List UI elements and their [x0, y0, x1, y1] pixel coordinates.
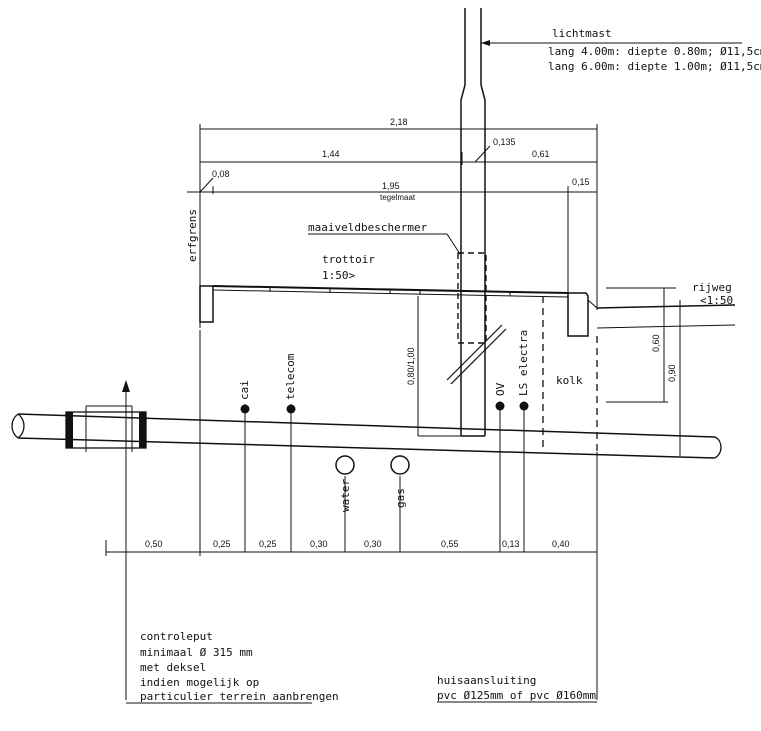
dim-tegelmaat: 1,95: [382, 181, 400, 191]
controleput-line-1: controleput: [140, 630, 213, 643]
road-depth-dimensions: 0,60 0,90: [606, 287, 681, 456]
main-pipe: [11, 380, 722, 700]
maaiveldbeschermer-label: maaiveldbeschermer: [308, 221, 428, 234]
dim-width-144: 1,44: [322, 149, 340, 159]
cables: cai telecom OV LS electra: [238, 330, 530, 552]
top-dimensions: 2,18 1,44 0,61 0,135 1,95 tegelmaat 0,08…: [187, 117, 598, 328]
kolk-label: kolk: [556, 374, 583, 387]
lichtmast-callout: lichtmast lang 4.00m: diepte 0.80m; Ø11,…: [481, 27, 761, 73]
dim-mast-offset: 0,135: [493, 137, 516, 147]
huisaansluiting-line-1: huisaansluiting: [437, 674, 536, 687]
dim-offset-015: 0,15: [572, 177, 590, 187]
ls-electra-cable: [519, 401, 529, 411]
dim-depth-060: 0,60: [651, 334, 661, 352]
water-pipe: [335, 455, 355, 475]
dim-bottom-8: 0,40: [552, 539, 570, 549]
controleput-line-2: minimaal Ø 315 mm: [140, 646, 253, 659]
controleput-note: controleput minimaal Ø 315 mm met deksel…: [126, 630, 339, 704]
dim-bottom-2: 0,25: [213, 539, 231, 549]
controleput-line-4: indien mogelijk op: [140, 676, 259, 689]
gas-label: gas: [394, 488, 407, 508]
ov-label: OV: [494, 382, 507, 396]
telecom-label: telecom: [284, 353, 297, 400]
water-label: water: [339, 479, 352, 512]
lichtmast-label: lichtmast: [552, 27, 612, 40]
sidewalk-surface: [199, 285, 736, 337]
rijweg-label: rijweg: [692, 281, 732, 294]
ls-electra-label: LS electra: [517, 330, 530, 396]
controleput-line-5: particulier terrein aanbrengen: [140, 690, 339, 703]
huisaansluiting-note: huisaansluiting pvc Ø125mm of pvc Ø160mm: [437, 674, 597, 703]
telecom-cable: [286, 404, 296, 414]
bottom-dimensions: 0,50 0,25 0,25 0,30 0,30 0,55 0,13 0,40: [105, 330, 598, 700]
mast-depth-dimension: 0,80/1,00: [406, 296, 507, 437]
erfgrens-label: erfgrens: [186, 209, 199, 262]
dim-bottom-7: 0,13: [502, 539, 520, 549]
huisaansluiting-line-2: pvc Ø125mm of pvc Ø160mm: [437, 689, 596, 702]
dim-bottom-3: 0,25: [259, 539, 277, 549]
cai-label: cai: [238, 380, 251, 400]
cai-cable: [240, 404, 250, 414]
trottoir-label: trottoir: [322, 253, 375, 266]
ov-cable: [495, 401, 505, 411]
dim-mast-depth: 0,80/1,00: [406, 347, 416, 385]
maaiveldbeschermer-callout: maaiveldbeschermer: [308, 221, 487, 344]
lichtmast-spec-1: lang 4.00m: diepte 0.80m; Ø11,5cm: [548, 45, 761, 58]
dim-total-width: 2,18: [390, 117, 408, 127]
dim-bottom-5: 0,30: [364, 539, 382, 549]
dim-bottom-1: 0,50: [145, 539, 163, 549]
tegelmaat-label: tegelmaat: [380, 193, 416, 202]
trottoir-slope: 1:50>: [322, 269, 355, 282]
utility-pipes: water gas: [335, 455, 410, 552]
dim-bottom-6: 0,55: [441, 539, 459, 549]
dim-width-061: 0,61: [532, 149, 550, 159]
lichtmast-spec-2: lang 6.00m: diepte 1.00m; Ø11,5cm: [548, 60, 761, 73]
dim-depth-090: 0,90: [667, 364, 677, 382]
light-mast: [460, 8, 486, 437]
dim-bottom-4: 0,30: [310, 539, 328, 549]
controleput-line-3: met deksel: [140, 661, 206, 674]
rijweg-slope: <1:50: [700, 294, 733, 307]
gas-pipe: [390, 455, 410, 475]
dim-offset-008: 0,08: [212, 169, 230, 179]
